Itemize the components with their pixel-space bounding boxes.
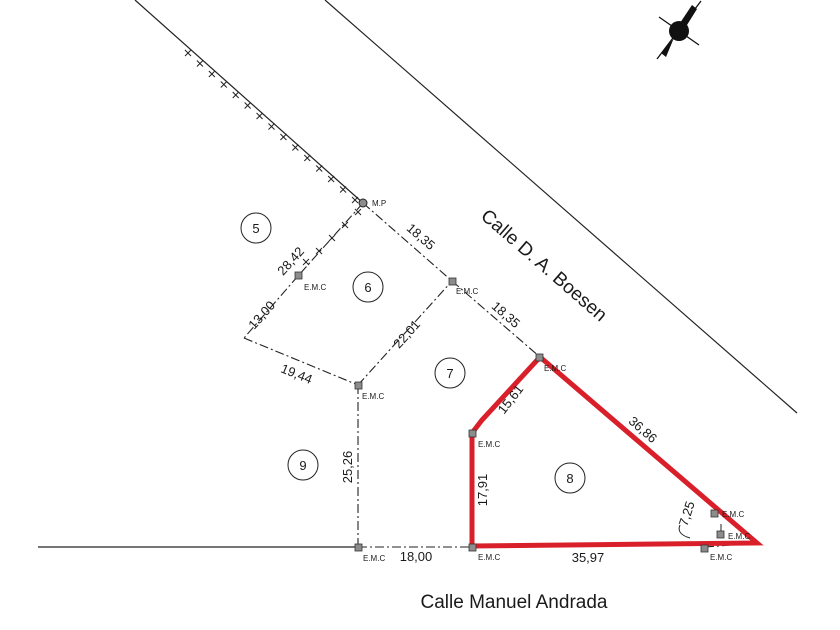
measure-25-26: 25,26 (340, 451, 355, 484)
lot-line-5-6-lower (243, 275, 299, 339)
emc-marker-2 (448, 277, 457, 286)
street-edge-line (324, 0, 798, 414)
lot-line-6-top (362, 202, 453, 282)
lot-lines (243, 202, 758, 548)
measure-18-00: 18,00 (400, 549, 433, 564)
lot-line-6-9 (243, 337, 359, 386)
emc-label-1: E.M.C (304, 283, 326, 292)
lot-circle-9 (287, 449, 319, 481)
lot-line-6-7 (357, 280, 453, 386)
mp-label: M.P (372, 199, 386, 208)
fence-cross-mark (302, 258, 310, 266)
fence-cross-mark (208, 70, 216, 78)
emc-marker-1 (294, 271, 303, 280)
lot-8-highlight (469, 353, 764, 549)
fence-cross-mark (268, 123, 275, 130)
emc-label-10: E.M.C (710, 553, 732, 562)
emc-label-4: E.M.C (362, 392, 384, 401)
emc-marker-3 (535, 353, 544, 362)
fence-cross-mark (327, 175, 335, 183)
measure-22-01: 22,01 (390, 317, 423, 351)
fence-cross-mark (220, 81, 228, 88)
measure-17-91: 17,91 (475, 474, 490, 507)
lot-number-7: 7 (446, 366, 453, 381)
mp-marker (358, 198, 368, 208)
emc-label-5: E.M.C (478, 440, 500, 449)
emc-marker-9 (468, 543, 477, 552)
emc-marker-10 (700, 544, 709, 553)
fence-cross-mark (341, 221, 349, 229)
emc-label-8: E.M.C (363, 554, 385, 563)
lot-circle-8 (554, 462, 586, 494)
lot-number-8: 8 (566, 471, 573, 486)
lot-line-7-top (451, 280, 541, 358)
emc-label-3: E.M.C (544, 364, 566, 373)
emc-marker-6 (710, 509, 719, 518)
fence-marks (184, 49, 362, 266)
fence-cross-mark (303, 154, 311, 162)
emc-label-7: E.M.C (728, 532, 750, 541)
emc-marker-7 (716, 530, 725, 539)
street-boundary-lines (38, 0, 798, 548)
lot-circle-7 (434, 357, 466, 389)
lot-number-5: 5 (252, 221, 259, 236)
measure-13-00: 13,00 (245, 298, 278, 332)
measure-18-35-a: 18,35 (404, 220, 438, 253)
emc-label-2: E.M.C (456, 287, 478, 296)
fence-cross-mark (292, 144, 299, 151)
fence-cross-mark (354, 208, 362, 216)
fence-cross-mark (232, 91, 240, 99)
fence-line (134, 0, 364, 204)
fence-cross-mark (244, 102, 251, 109)
lot-number-9: 9 (299, 458, 306, 473)
lot-circles (240, 212, 586, 494)
lot-line-5-6 (297, 202, 364, 277)
fence-cross-mark (315, 247, 323, 255)
fence-cross-mark (280, 133, 287, 141)
emc-marker-8 (354, 543, 363, 552)
lot-line-chamfer (704, 542, 758, 548)
fence-cross-mark (196, 60, 204, 67)
fence-cross-mark (339, 186, 347, 193)
lot-circle-5 (240, 212, 272, 244)
measure-36-86: 36,86 (626, 413, 660, 446)
fence-cross-mark (256, 112, 263, 120)
lot-circle-6 (352, 271, 384, 303)
measure-18-35-b: 18,35 (489, 298, 523, 331)
emc-label-6: E.M.C (722, 510, 744, 519)
emc-markers (294, 271, 725, 553)
angle-arc (678, 524, 691, 539)
measure-7-25: 7,25 (676, 499, 698, 528)
fence-cross-mark (315, 165, 323, 172)
fence-cross-mark (184, 49, 192, 57)
fence-cross-mark (351, 196, 359, 204)
street-name-bottom: Calle Manuel Andrada (421, 592, 608, 613)
measure-35-97: 35,97 (572, 550, 605, 565)
emc-label-9: E.M.C (478, 553, 500, 562)
emc-marker-5 (468, 429, 477, 438)
lot-number-6: 6 (364, 280, 371, 295)
emc-marker-4 (354, 381, 363, 390)
compass-north-icon (656, 0, 702, 60)
